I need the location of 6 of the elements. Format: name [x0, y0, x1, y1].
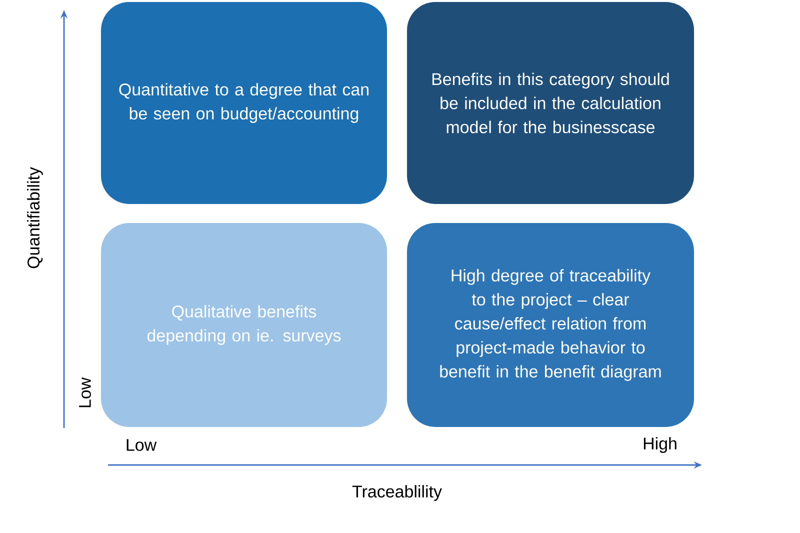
- quadrant-box: Qualitative benefits depending on ie. surveys: [101, 223, 387, 427]
- quadrant-box: High degree of traceability to the project – clear cause/effect relation from project-made behavior to benefit in the benefit diagram: [407, 223, 694, 427]
- quadrant-box: Benefits in this category should be included in the calculation model for the businesscase: [407, 2, 694, 204]
- quadrant-box: Quantitative to a degree that can be seen on budget/accounting: [101, 2, 387, 204]
- axis-title: Quantifiability: [27, 167, 43, 268]
- axis-title: Traceablility: [352, 485, 442, 501]
